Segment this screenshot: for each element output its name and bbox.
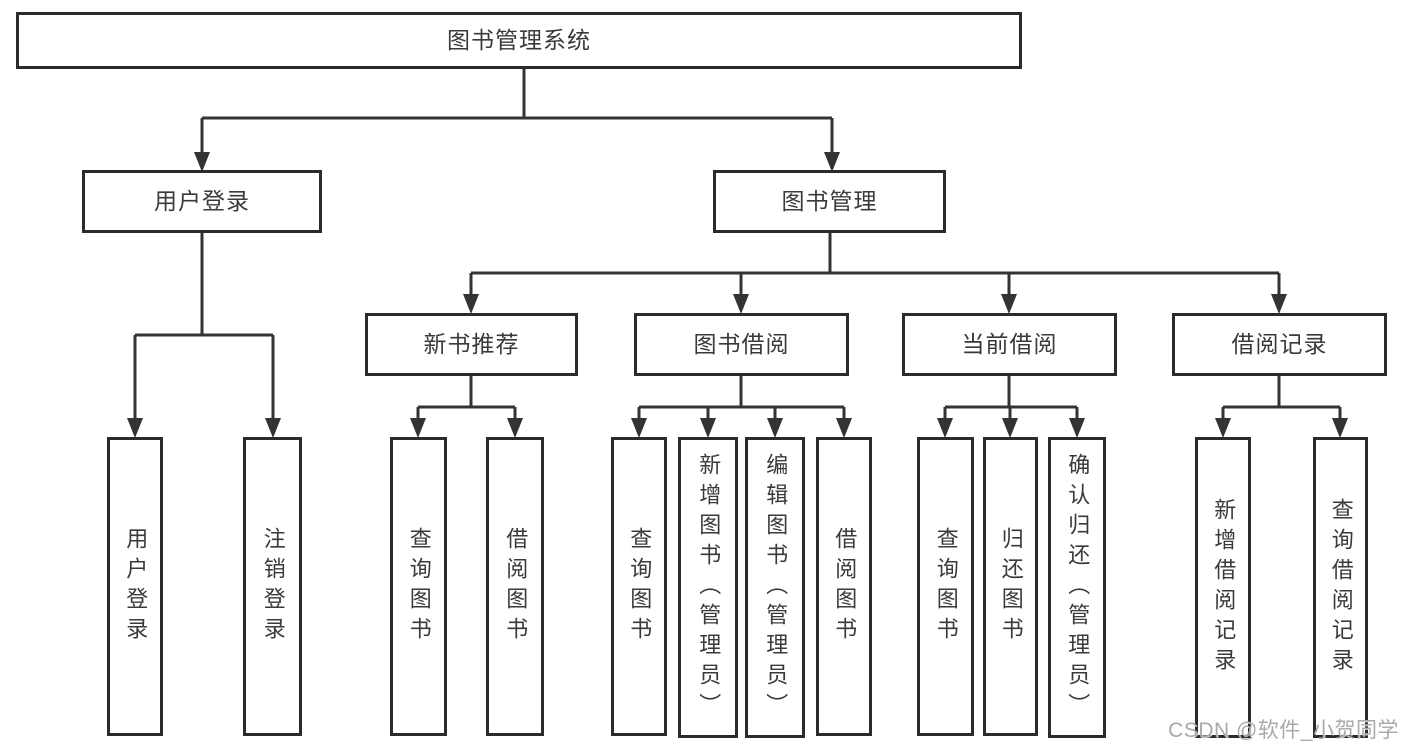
leaf-current-query-book: 查询图书 [917,437,974,736]
node-new-book-recommend: 新书推荐 [365,313,578,376]
leaf-newbook-query-book: 查询图书 [390,437,447,736]
leaf-borrow-query-book: 查询图书 [611,437,667,736]
leaf-record-query-record: 查询借阅记录 [1313,437,1368,738]
leaf-borrow-edit-book-admin: 编辑图书（管理员） [745,437,805,738]
leaf-current-confirm-return-admin: 确认归还（管理员） [1048,437,1106,738]
node-root: 图书管理系统 [16,12,1022,69]
leaf-borrow-add-book-admin: 新增图书（管理员） [678,437,738,738]
leaf-logout: 注销登录 [243,437,302,736]
node-current-borrow: 当前借阅 [902,313,1117,376]
leaf-user-login: 用户登录 [107,437,163,736]
node-book-borrow: 图书借阅 [634,313,849,376]
node-borrow-record: 借阅记录 [1172,313,1387,376]
leaf-borrow-borrow-book: 借阅图书 [816,437,872,736]
leaf-record-add-record: 新增借阅记录 [1195,437,1251,738]
csdn-watermark: CSDN @软件_小贺同学 [1168,719,1399,742]
node-user-login: 用户登录 [82,170,322,233]
leaf-current-return-book: 归还图书 [983,437,1038,736]
node-book-management: 图书管理 [713,170,946,233]
arrowhead-icons [127,152,1348,438]
leaf-newbook-borrow-book: 借阅图书 [486,437,544,736]
